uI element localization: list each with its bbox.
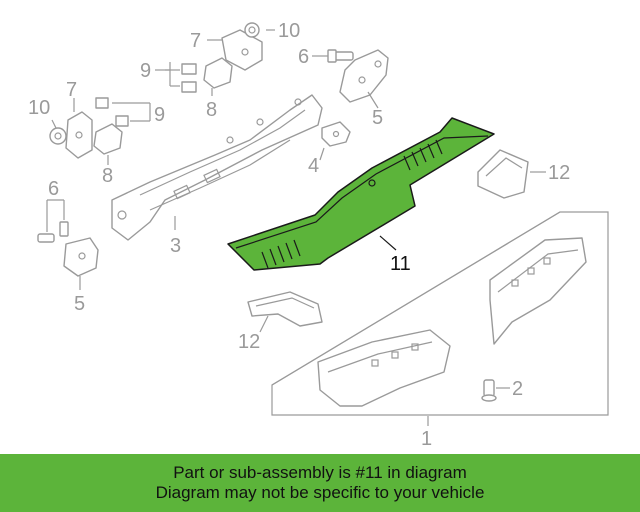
bumper-end-left <box>317 329 451 407</box>
callout-9-top: 9 <box>140 60 151 82</box>
callout-5-left: 5 <box>74 293 85 315</box>
notice-banner: Part or sub-assembly is #11 in diagram D… <box>0 454 640 512</box>
banner-line-1: Part or sub-assembly is #11 in diagram <box>173 463 467 482</box>
frame-bracket-3 <box>111 94 323 241</box>
clip-9-top <box>181 63 197 93</box>
bumper-end-right <box>489 237 587 345</box>
bolt-6-top <box>327 49 354 63</box>
callout-9-left: 9 <box>154 104 165 126</box>
callout-7-top: 7 <box>190 30 201 52</box>
bracket-5-left <box>63 237 99 277</box>
bracket-8-top <box>203 57 233 89</box>
callout-8-top: 8 <box>206 99 217 121</box>
nut-10-top <box>244 22 260 38</box>
bracket-7-top <box>221 29 263 71</box>
callout-10-top: 10 <box>278 20 300 42</box>
callout-12-right: 12 <box>548 162 570 184</box>
callout-4: 4 <box>308 155 319 177</box>
callout-6-top: 6 <box>298 46 309 68</box>
callout-3: 3 <box>170 235 181 257</box>
bracket-12-right <box>477 149 529 199</box>
callout-8-left: 8 <box>102 165 113 187</box>
callout-11: 11 <box>390 253 411 275</box>
bracket-7-left <box>65 111 93 159</box>
callout-12-lower: 12 <box>238 331 260 353</box>
bracket-4 <box>321 121 351 147</box>
bracket-12-lower <box>247 291 323 327</box>
callout-2: 2 <box>512 378 523 400</box>
bolt-2 <box>481 379 497 402</box>
clip-9-left <box>95 97 129 127</box>
parts-diagram: 1 2 3 4 5 5 6 6 7 7 8 8 9 9 10 10 11 12 … <box>28 20 609 450</box>
callout-5-top: 5 <box>372 107 383 129</box>
callout-6-left: 6 <box>48 178 59 200</box>
bolt-6-left <box>37 221 69 243</box>
step-pad-11-highlighted <box>227 117 495 271</box>
nut-10-left <box>49 127 67 145</box>
callout-10-left: 10 <box>28 97 50 119</box>
callout-1: 1 <box>421 428 432 450</box>
banner-line-2: Diagram may not be specific to your vehi… <box>155 483 485 502</box>
callout-7-left: 7 <box>66 79 77 101</box>
leader-lines <box>46 29 546 426</box>
bracket-8-left <box>93 123 123 155</box>
